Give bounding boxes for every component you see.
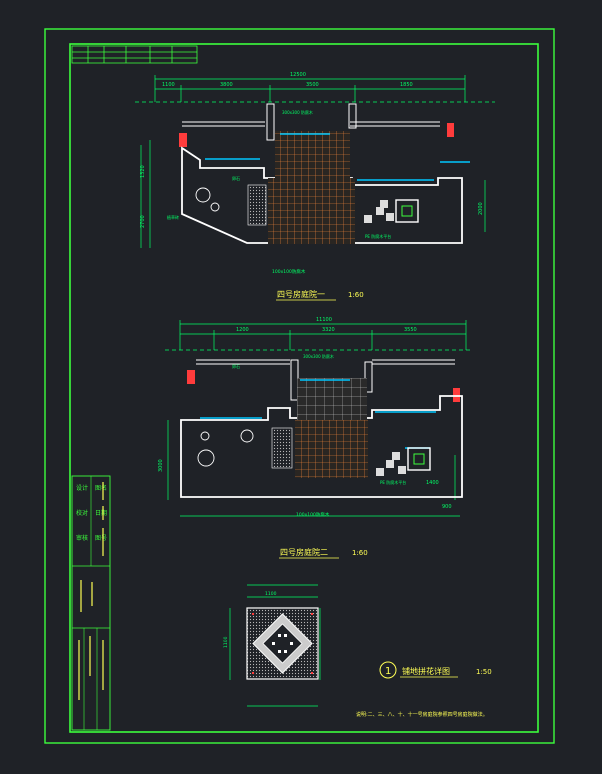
plan1-dim: 1850 xyxy=(400,82,413,88)
plan2-scale: 1:60 xyxy=(352,549,368,557)
plan1-overall-dim: 12500 xyxy=(290,72,306,78)
plan2-side-dim: 1400 xyxy=(426,480,439,486)
footer-note: 说明:二、三、八、十、十一号房庭院参照四号房庭院做法。 xyxy=(356,711,488,718)
paving-detail: 1100 1100 1 铺地拼花详图 1:50 xyxy=(223,584,492,707)
plan1-side-dim: 2000 xyxy=(478,202,484,215)
plan1-paving-note: 100x100防腐木 xyxy=(272,268,306,275)
svg-text:植草砖: 植草砖 xyxy=(167,214,179,220)
inner-frame xyxy=(69,43,539,733)
plan2-paving-note: 100x100防腐木 xyxy=(296,511,330,518)
plan1-side-dim: 2700 xyxy=(140,215,146,228)
plan2-title: 四号房庭院二 xyxy=(280,547,328,557)
title-block-cell: 审核 xyxy=(76,534,88,542)
svg-text:300x300 防腐木: 300x300 防腐木 xyxy=(303,353,334,359)
top-title-strip xyxy=(71,45,198,64)
plan2-corner-dim: 900 xyxy=(442,504,452,510)
detail-number: 1 xyxy=(385,666,391,677)
plan2-overall-dim: 11100 xyxy=(316,317,332,323)
title-block-cell: 日期 xyxy=(95,509,107,517)
plan2-dim: 1200 xyxy=(236,327,249,333)
title-block-cell: 校对 xyxy=(76,509,88,517)
plan2-dim: 3320 xyxy=(322,327,335,333)
title-block-cell: 图名 xyxy=(95,484,107,492)
svg-text:PE 防腐木平台: PE 防腐木平台 xyxy=(380,479,406,485)
plan-1: 12500 1100 3800 3500 1850 1320 2700 2000 xyxy=(135,72,495,301)
title-block-cell: 设计 xyxy=(76,484,88,492)
svg-text:PE 防腐木平台: PE 防腐木平台 xyxy=(365,233,391,239)
svg-text:卵石: 卵石 xyxy=(232,175,240,181)
svg-text:卵石: 卵石 xyxy=(232,363,240,369)
plan1-side-dim: 1320 xyxy=(140,165,146,178)
detail-scale: 1:50 xyxy=(476,668,492,676)
detail-dim-side: 1100 xyxy=(223,636,229,648)
plan1-dim: 3800 xyxy=(220,82,233,88)
plan-2: 11100 1200 3320 3550 3000 1400 900 xyxy=(158,317,470,559)
left-title-block: 设计 校对 审核 图名 日期 图号 xyxy=(71,475,111,731)
plan2-side-dim: 3000 xyxy=(158,459,164,472)
plan1-title: 四号房庭院一 xyxy=(277,289,325,299)
detail-dim-top: 1100 xyxy=(265,591,277,597)
detail-title: 铺地拼花详图 xyxy=(402,666,450,676)
plan1-scale: 1:60 xyxy=(348,291,364,299)
outer-frame xyxy=(44,28,555,744)
plan1-dim: 1100 xyxy=(162,82,175,88)
svg-text:300x300 防腐木: 300x300 防腐木 xyxy=(282,109,313,115)
plan2-dim: 3550 xyxy=(404,327,417,333)
plan1-dim: 3500 xyxy=(306,82,319,88)
title-block-cell: 图号 xyxy=(95,535,107,542)
